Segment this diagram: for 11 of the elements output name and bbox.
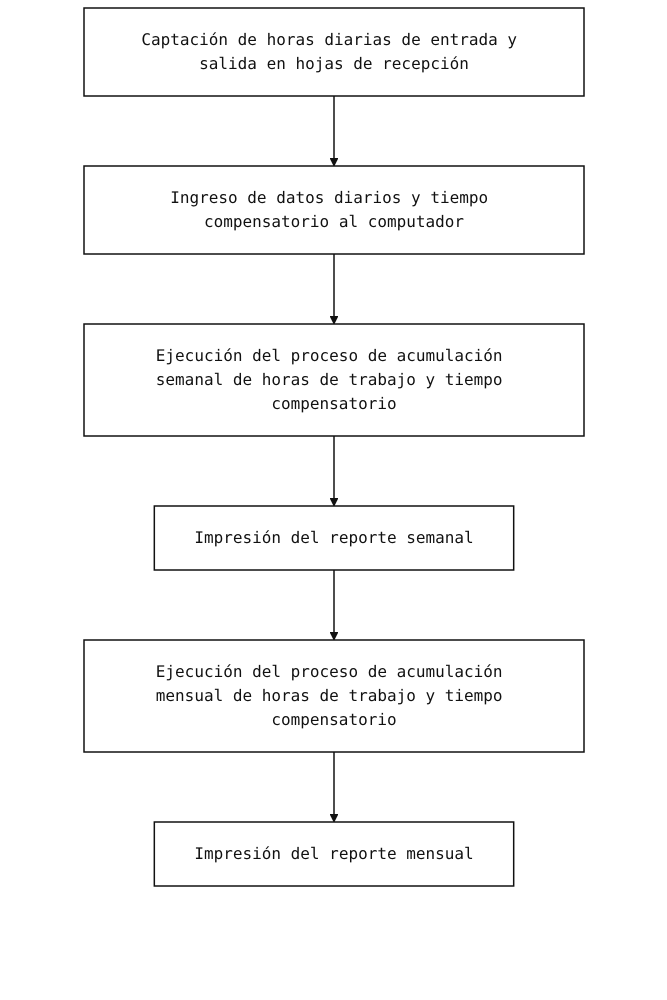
arrow (329, 436, 338, 506)
arrow (329, 96, 338, 166)
arrow (329, 254, 338, 324)
arrow (329, 570, 338, 640)
node-box: Impresión del reporte semanal (153, 505, 514, 571)
node-box: Captación de horas diarias de entrada y salida en hojas de recepción (82, 7, 584, 97)
node-box: Ejecución del proceso de acumulación mensual de horas de trabajo y tiempo compensatorio (82, 639, 584, 753)
node-box: Ejecución del proceso de acumulación semanal de horas de trabajo y tiempo compensatorio (82, 323, 584, 437)
node-box: Ingreso de datos diarios y tiempo compensatorio al computador (82, 165, 584, 255)
node-box: Impresión del reporte mensual (153, 821, 514, 887)
arrow (329, 752, 338, 822)
